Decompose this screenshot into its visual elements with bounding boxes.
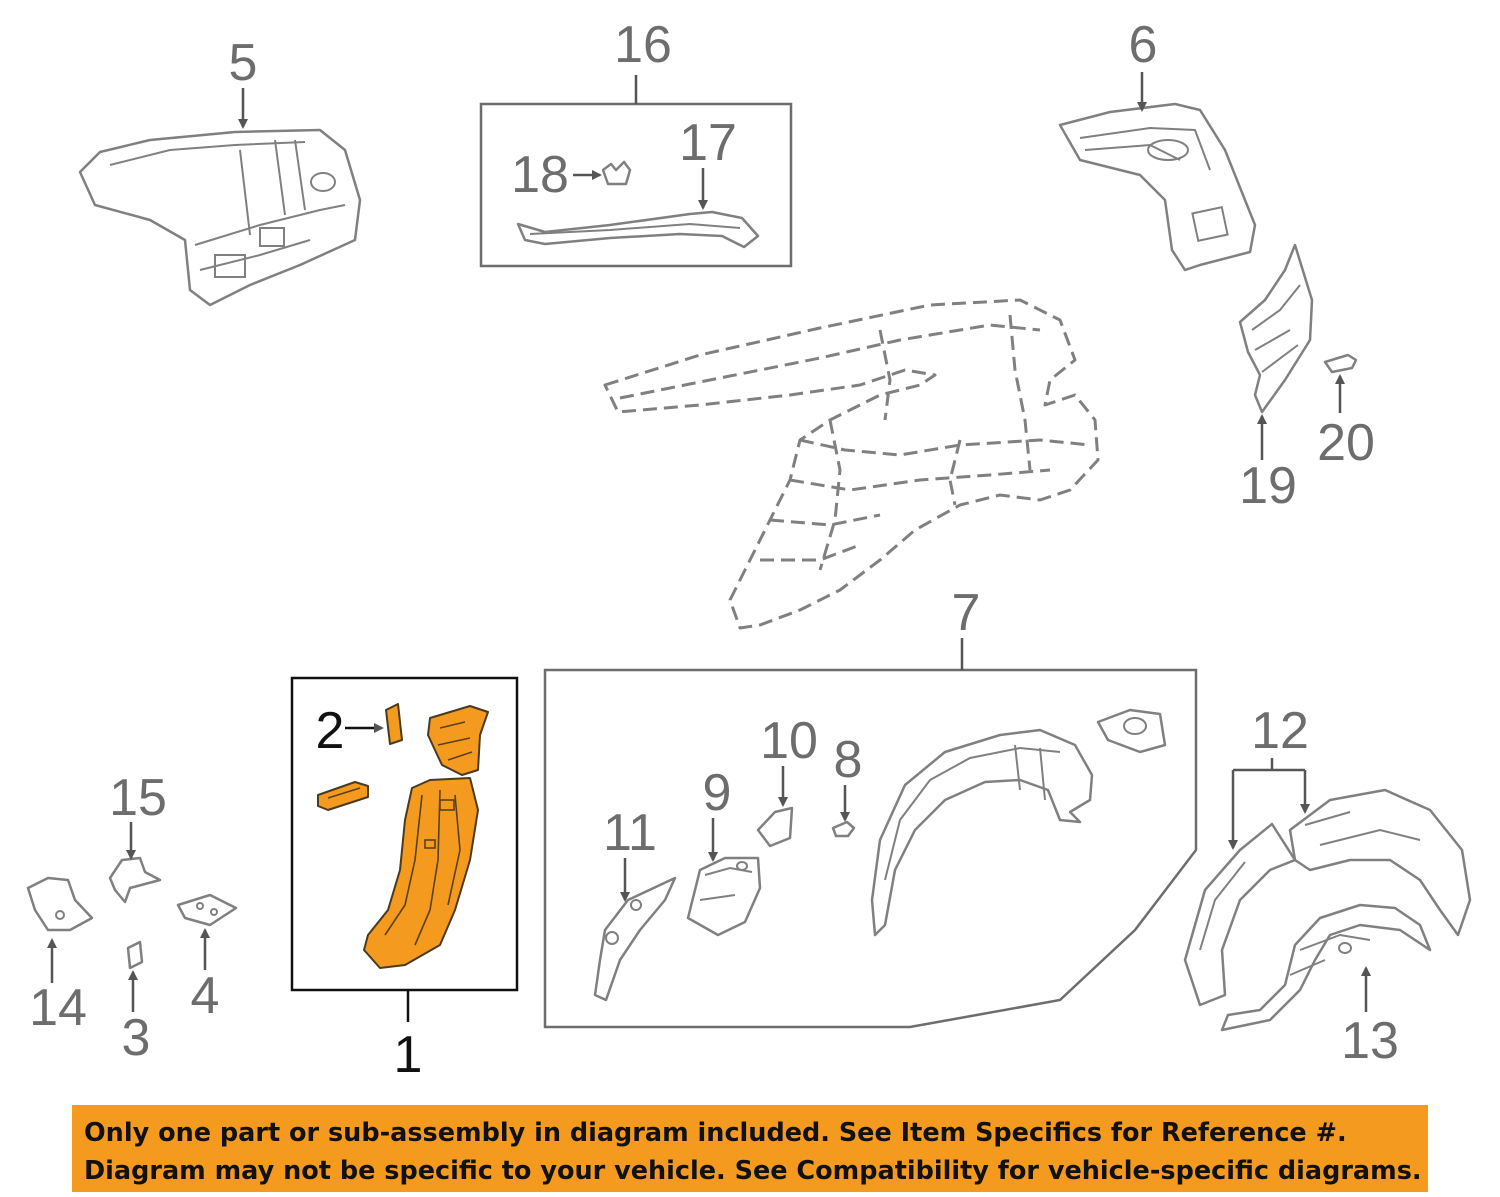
part-9-drawing xyxy=(686,856,762,937)
callout-3: 3 xyxy=(122,1009,151,1067)
callout-2: 2 xyxy=(316,702,345,760)
callout-11: 11 xyxy=(603,804,657,862)
group-box-1 xyxy=(290,676,519,992)
part-13-drawing xyxy=(1220,903,1432,1032)
callout-9: 9 xyxy=(703,764,732,822)
part-5-drawing xyxy=(78,128,362,307)
group-box-7 xyxy=(543,668,1198,1029)
part-18-drawing xyxy=(601,160,632,186)
callout-13: 13 xyxy=(1341,1012,1399,1070)
body-side-outline xyxy=(603,298,1100,630)
part-7-wheelhouse-drawing xyxy=(870,708,1167,937)
part-3-drawing xyxy=(126,940,144,970)
notice-line-1: Only one part or sub-assembly in diagram… xyxy=(84,1118,1347,1148)
part-17-drawing xyxy=(516,210,760,249)
part-11-drawing xyxy=(593,876,677,1002)
callout-5: 5 xyxy=(229,34,258,92)
part-12-drawing xyxy=(1183,788,1472,1007)
callout-20: 20 xyxy=(1317,414,1375,472)
callout-10: 10 xyxy=(760,712,818,770)
part-15-drawing xyxy=(108,856,162,904)
leader-12 xyxy=(1233,758,1305,772)
callout-7: 7 xyxy=(952,584,981,642)
callout-19: 19 xyxy=(1239,457,1297,515)
part-10-drawing xyxy=(756,806,794,848)
callout-1: 1 xyxy=(394,1026,423,1084)
callout-15: 15 xyxy=(109,769,167,827)
part-8-drawing xyxy=(831,820,856,838)
notice-line-2: Diagram may not be specific to your vehi… xyxy=(84,1156,1422,1186)
part-2-highlighted-drawing xyxy=(317,703,489,811)
part-4-drawing xyxy=(176,893,238,927)
callout-17: 17 xyxy=(679,114,737,172)
callout-16: 16 xyxy=(614,16,672,74)
part-14-drawing xyxy=(26,876,94,932)
callout-8: 8 xyxy=(834,731,863,789)
callout-18: 18 xyxy=(511,146,569,204)
part-6-drawing xyxy=(1058,102,1257,272)
part-20-drawing xyxy=(1323,353,1358,374)
callout-4: 4 xyxy=(191,967,220,1025)
part-1-highlighted-drawing xyxy=(363,777,479,969)
callout-12: 12 xyxy=(1251,702,1309,760)
callout-6: 6 xyxy=(1129,16,1158,74)
callout-14: 14 xyxy=(29,979,87,1037)
part-19-drawing xyxy=(1238,243,1314,414)
notice-banner: Only one part or sub-assembly in diagram… xyxy=(72,1105,1428,1192)
